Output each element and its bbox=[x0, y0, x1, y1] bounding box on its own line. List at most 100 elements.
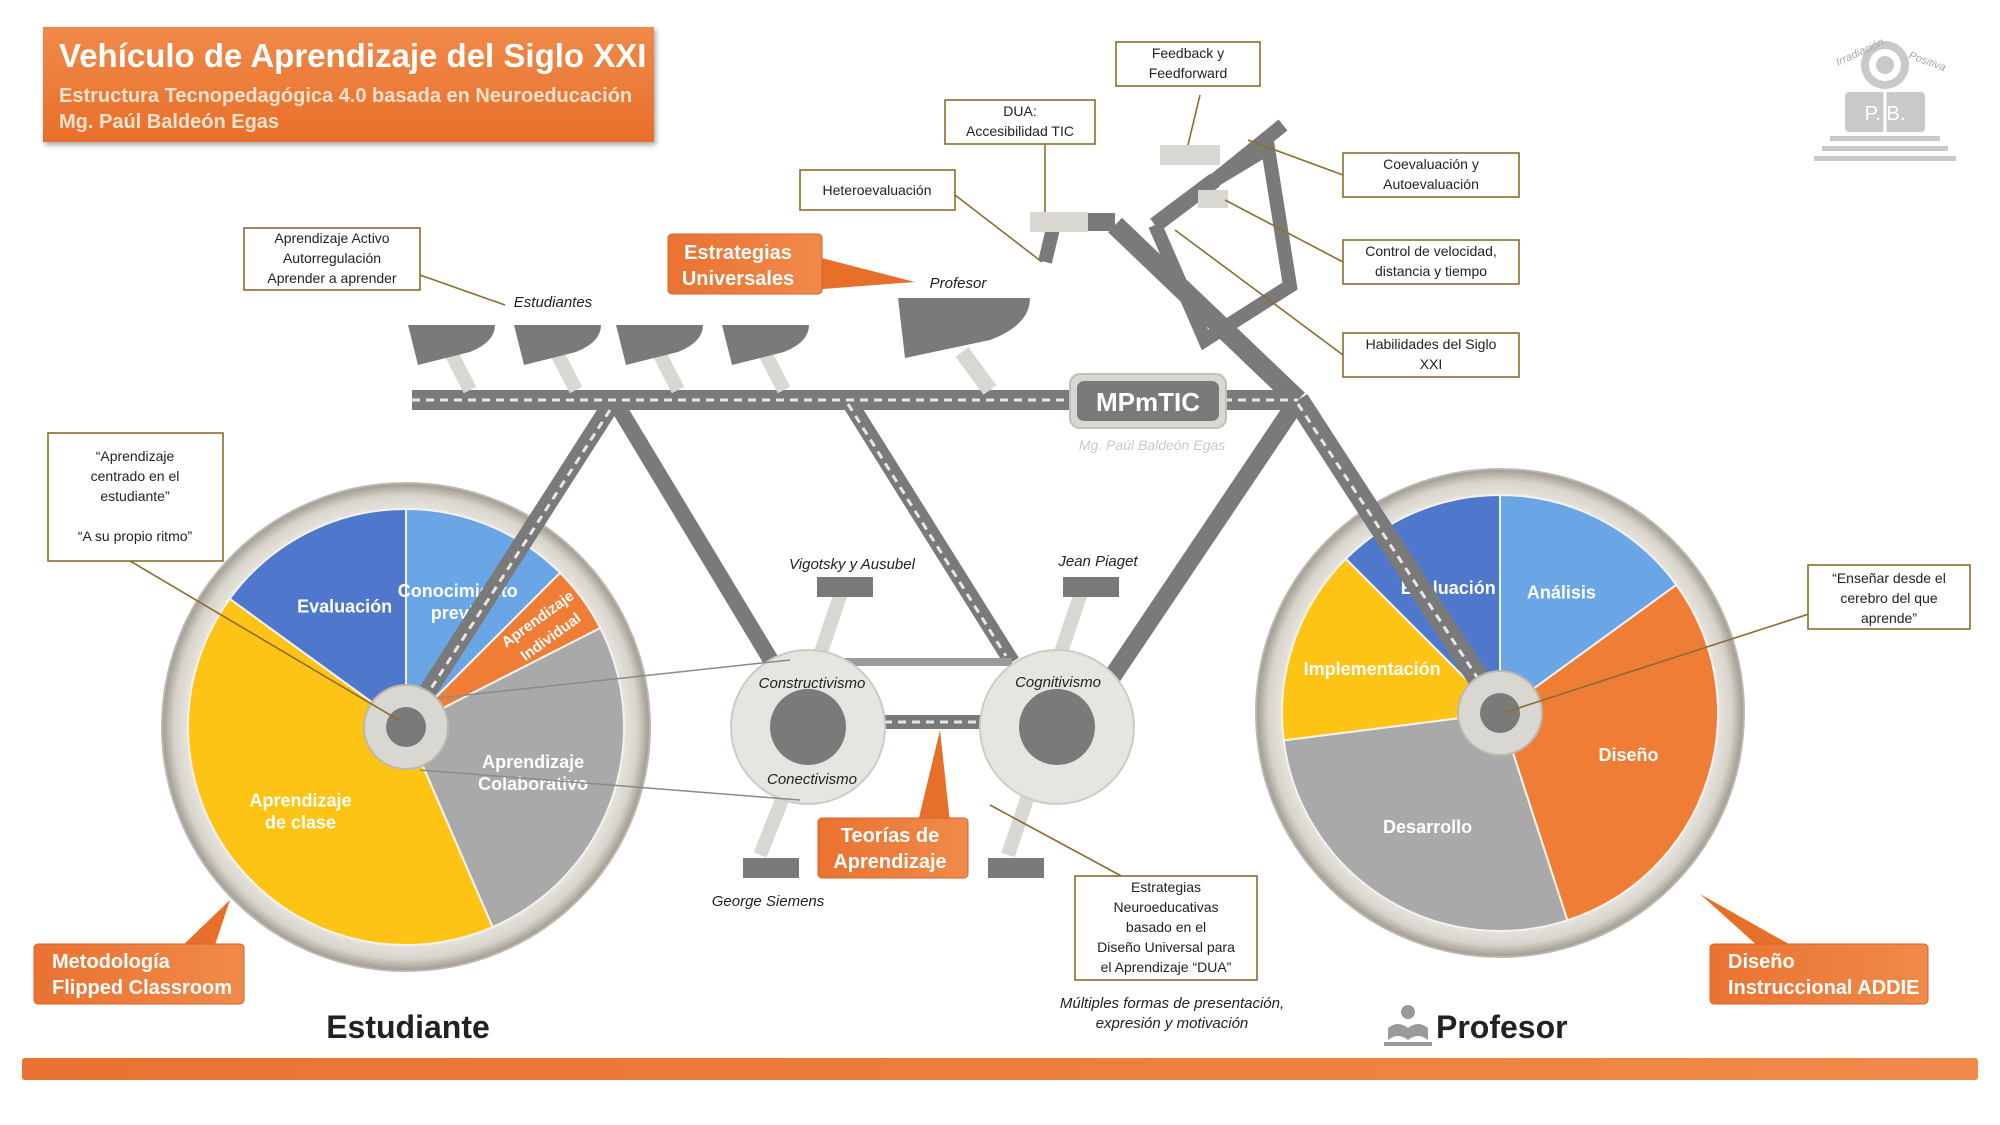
dua-grip bbox=[1030, 212, 1088, 232]
svg-text:DUA:Accesibilidad TIC: DUA: Accesibilidad TIC bbox=[966, 103, 1074, 139]
pedal-piaget bbox=[1063, 577, 1119, 597]
co-ensenar-line: cerebro del que bbox=[1840, 590, 1938, 606]
front-down-tube bbox=[1102, 394, 1306, 686]
co-activo-line: Aprendizaje Activo bbox=[274, 230, 389, 246]
co-control-line: distancia y tiempo bbox=[1375, 263, 1487, 279]
chainrings bbox=[730, 649, 1135, 805]
co-ensenar-line: “Enseñar desde el bbox=[1832, 570, 1946, 586]
co-centrado-line: centrado en el bbox=[91, 468, 180, 484]
seat-3 bbox=[616, 325, 703, 394]
co-dua-line: DUA: bbox=[1003, 103, 1036, 119]
chain-bottom bbox=[419, 769, 801, 801]
ol-teorias-line: Aprendizaje bbox=[833, 851, 946, 873]
logo-letters: P. B. bbox=[1865, 103, 1906, 125]
multiples-line: expresión y motivación bbox=[1096, 1015, 1249, 1032]
multiples-line: Múltiples formas de presentación, bbox=[1060, 995, 1284, 1012]
siemens-label: George Siemens bbox=[712, 893, 825, 910]
vigotsky-label: Vigotsky y Ausubel bbox=[789, 556, 916, 573]
co-feedback-line: Feedback y bbox=[1152, 45, 1224, 61]
callout-control: Control de velocidad, distancia y tiempo bbox=[1342, 239, 1520, 285]
right-wheel-slice-0 bbox=[1499, 493, 1678, 715]
chain-top bbox=[419, 659, 791, 701]
right-wheel-slice-label-1: Diseño bbox=[1599, 745, 1659, 765]
co-activo-line: Autorregulación bbox=[283, 250, 381, 266]
ol-estrategias-line: Universales bbox=[682, 268, 794, 290]
co-habil-line: XXI bbox=[1420, 356, 1443, 372]
estudiantes-label: Estudiantes bbox=[514, 294, 593, 311]
frame-dashes bbox=[412, 398, 1498, 724]
ol-metodologia-line: Metodología bbox=[52, 951, 171, 973]
mpmtic-sub: Mg. Paúl Baldeón Egas bbox=[1079, 437, 1225, 453]
left-wheel-slice-0 bbox=[228, 507, 407, 729]
svg-text:Heteroevaluación: Heteroevaluación bbox=[823, 182, 932, 198]
co-activo-line: Aprender a aprender bbox=[267, 270, 397, 286]
student-seats bbox=[408, 298, 1030, 395]
right-wheel-slice-3 bbox=[1281, 557, 1503, 742]
ol-diseno-line: Diseño bbox=[1728, 951, 1795, 973]
pedal-vigotsky bbox=[817, 577, 873, 597]
seat-2 bbox=[514, 325, 601, 394]
feedback-grip bbox=[1160, 145, 1220, 165]
profesor-seat-label: Profesor bbox=[930, 275, 988, 292]
co-coeval-line: Coevaluación y bbox=[1383, 156, 1479, 172]
left-wheel-slice-4 bbox=[187, 597, 494, 946]
seat-1 bbox=[408, 325, 495, 394]
co-neuro-line: el Aprendizaje “DUA” bbox=[1101, 959, 1232, 975]
right-wheel-slice-label-2: Desarrollo bbox=[1383, 817, 1472, 837]
book-icon bbox=[1384, 1005, 1432, 1046]
multiples-label: Múltiples formas de presentación, expresi… bbox=[1060, 995, 1284, 1032]
logo-arc-right: Positiva bbox=[1907, 50, 1947, 74]
constructivismo-label: Constructivismo bbox=[759, 675, 866, 692]
right-hub-center bbox=[1480, 693, 1520, 733]
co-centrado-line: “Aprendizaje bbox=[96, 448, 175, 464]
callout-coevaluacion: Coevaluación y Autoevaluación bbox=[1342, 152, 1520, 198]
right-wheel-slice-2 bbox=[1282, 711, 1569, 932]
ol-teorias-line: Teorías de bbox=[841, 825, 940, 847]
co-dua-line: Accesibilidad TIC bbox=[966, 123, 1074, 139]
handlebar-stem bbox=[1150, 173, 1220, 232]
mid-tube-2 bbox=[841, 395, 1019, 667]
main-title: Vehículo de Aprendizaje del Siglo XXI bbox=[59, 37, 647, 74]
ol-metodologia-line: Flipped Classroom bbox=[52, 977, 232, 999]
co-hetero-line: Heteroevaluación bbox=[823, 182, 932, 198]
right-wheel-slice-label-3: Implementación bbox=[1304, 659, 1441, 679]
co-centrado-line: estudiante” bbox=[100, 488, 170, 504]
control-grip bbox=[1198, 190, 1228, 208]
right-wheel-slice-1 bbox=[1498, 583, 1719, 922]
co-coeval-line: Autoevaluación bbox=[1383, 176, 1479, 192]
pedal-right bbox=[988, 858, 1044, 878]
co-centrado-line bbox=[133, 508, 137, 524]
co-neuro-line: Estrategias bbox=[1131, 879, 1201, 895]
co-neuro-line: Diseño Universal para bbox=[1097, 939, 1235, 955]
left-down-tube bbox=[400, 395, 622, 727]
author: Mg. Paúl Baldeón Egas bbox=[59, 111, 280, 133]
mpmtic-label: MPmTIC bbox=[1096, 387, 1200, 417]
logo: Irradiación Positiva P. B. bbox=[1814, 36, 1956, 161]
mid-tube-1 bbox=[607, 395, 779, 667]
ol-diseno-line: Instruccional ADDIE bbox=[1728, 977, 1920, 999]
co-control-line: Control de velocidad, bbox=[1365, 243, 1497, 259]
right-wheel-slice-label-0: Análisis bbox=[1527, 583, 1596, 603]
handlebar-frame bbox=[1148, 136, 1298, 351]
leader-lines bbox=[119, 94, 1816, 879]
co-neuro-line: basado en el bbox=[1126, 919, 1206, 935]
footer-bar bbox=[22, 1058, 1978, 1080]
head-tube bbox=[1108, 217, 1305, 408]
pedal-siemens bbox=[743, 858, 799, 878]
